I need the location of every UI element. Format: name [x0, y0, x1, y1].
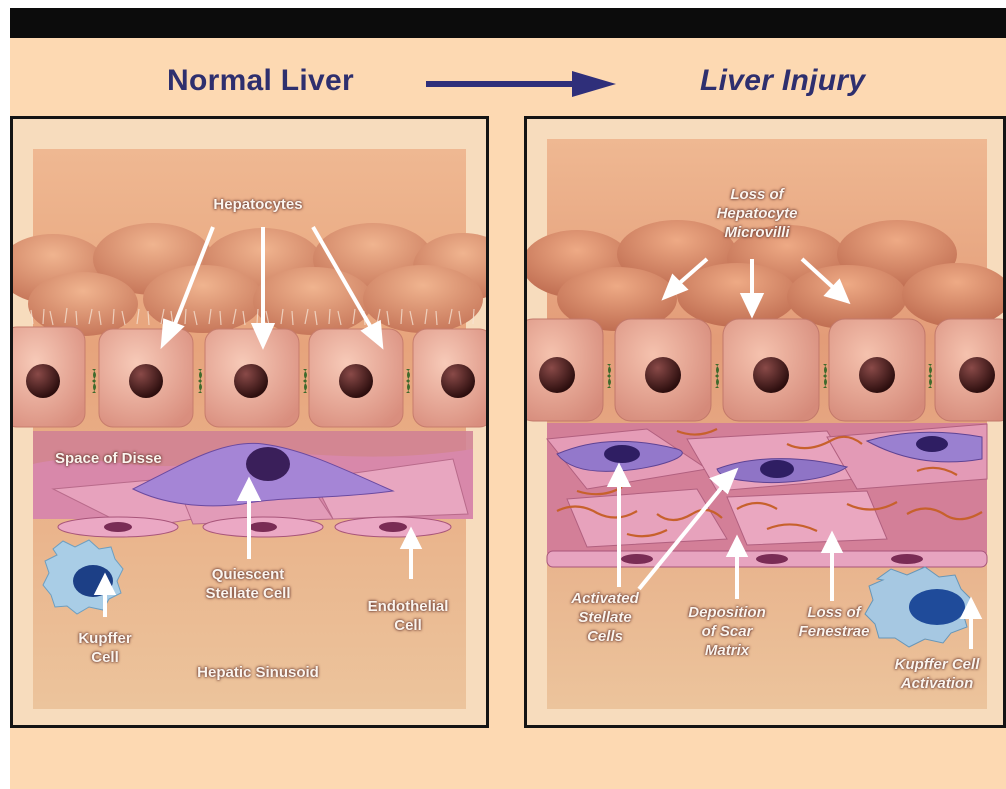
hepatocyte-row [13, 327, 486, 427]
label-line: Cells [555, 627, 655, 646]
hepatocyte-nucleus [26, 364, 60, 398]
label-line: Cell [343, 616, 473, 635]
hepatic-sinusoid-label: Hepatic Sinusoid [173, 663, 343, 682]
label-line: Deposition [667, 603, 787, 622]
transition-arrow-icon [426, 66, 616, 102]
label-line: Hepatocyte [687, 204, 827, 223]
hepatocyte-nucleus [339, 364, 373, 398]
label-line: Quiescent [178, 565, 318, 584]
label-line: Stellate Cell [178, 584, 318, 603]
endothelial-cells [58, 517, 451, 537]
label-line: Activated [555, 589, 655, 608]
hepatocyte-nucleus [753, 357, 789, 393]
label-line: Activation [877, 674, 997, 693]
kupffer-cell-activation-label: Kupffer Cell Activation [877, 655, 997, 693]
normal-liver-panel: Hepatocytes Space of Disse Quiescent Ste… [10, 116, 489, 728]
label-line: Cell [59, 648, 151, 667]
space-of-disse-label: Space of Disse [55, 449, 162, 468]
loss-of-microvilli-label: Loss of Hepatocyte Microvilli [687, 185, 827, 242]
label-line: of Scar [667, 622, 787, 641]
top-black-bar [10, 8, 1006, 38]
hepatocyte-nucleus [859, 357, 895, 393]
hepatocyte-nucleus [959, 357, 995, 393]
label-line: Kupffer Cell [877, 655, 997, 674]
endothelial-cell-label: Endothelial Cell [343, 597, 473, 635]
hepatocyte-nucleus [129, 364, 163, 398]
deposition-of-scar-matrix-label: Deposition of Scar Matrix [667, 603, 787, 660]
label-line: Kupffer [59, 629, 151, 648]
label-line: Microvilli [687, 223, 827, 242]
liver-injury-panel: Loss of Hepatocyte Microvilli Activated … [524, 116, 1006, 728]
hepatocyte-nucleus [234, 364, 268, 398]
label-line: Loss of [779, 603, 889, 622]
liver-injury-title: Liver Injury [700, 64, 865, 98]
normal-liver-title: Normal Liver [167, 64, 354, 98]
label-line: Matrix [667, 641, 787, 660]
kupffer-cell-label: Kupffer Cell [59, 629, 151, 667]
endothelial-lining [547, 551, 987, 567]
figure-canvas: Normal Liver Liver Injury [10, 8, 1006, 789]
label-line: Loss of [687, 185, 827, 204]
hepatocyte-nucleus [539, 357, 575, 393]
activated-stellate-cells-label: Activated Stellate Cells [555, 589, 655, 646]
hepatocytes-label: Hepatocytes [183, 195, 333, 214]
hepatocyte-nucleus [441, 364, 475, 398]
quiescent-stellate-cell-label: Quiescent Stellate Cell [178, 565, 318, 603]
hepatocyte-nucleus [645, 357, 681, 393]
label-line: Fenestrae [779, 622, 889, 641]
label-line: Endothelial [343, 597, 473, 616]
loss-of-fenestrae-label: Loss of Fenestrae [779, 603, 889, 641]
label-line: Stellate [555, 608, 655, 627]
